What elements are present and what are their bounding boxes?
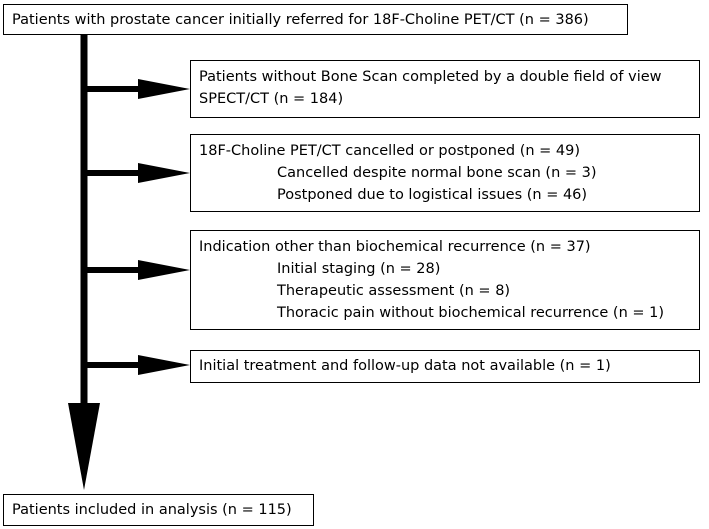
- exclusion-box-4: Initial treatment and follow-up data not…: [190, 350, 700, 383]
- exclusion-3-sub-3: Thoracic pain without biochemical recurr…: [277, 305, 665, 321]
- exclusion-box-2: 18F-Choline PET/CT cancelled or postpone…: [190, 134, 700, 212]
- exclusion-3-sub-1: Initial staging (n = 28): [277, 261, 441, 277]
- exclusion-1-line-2: SPECT/CT (n = 184): [199, 91, 344, 107]
- exclusion-4-title: Initial treatment and follow-up data not…: [199, 358, 611, 374]
- exclusion-2-sub-1: Cancelled despite normal bone scan (n = …: [277, 165, 597, 181]
- top-box: Patients with prostate cancer initially …: [3, 4, 628, 35]
- branch-arrow-3-head: [138, 260, 190, 280]
- bottom-box-text: Patients included in analysis (n = 115): [12, 502, 292, 518]
- top-box-text: Patients with prostate cancer initially …: [12, 12, 589, 28]
- exclusion-1-line-1: Patients without Bone Scan completed by …: [199, 69, 662, 85]
- main-arrowhead: [68, 403, 100, 490]
- bottom-box: Patients included in analysis (n = 115): [3, 494, 314, 526]
- exclusion-box-3: Indication other than biochemical recurr…: [190, 230, 700, 330]
- exclusion-3-sub-2: Therapeutic assessment (n = 8): [277, 283, 511, 299]
- exclusion-2-sub-2: Postponed due to logistical issues (n = …: [277, 187, 588, 203]
- exclusion-2-title: 18F-Choline PET/CT cancelled or postpone…: [199, 143, 581, 159]
- exclusion-3-title: Indication other than biochemical recurr…: [199, 239, 591, 255]
- branch-arrow-4-head: [138, 355, 190, 375]
- branch-arrow-2-head: [138, 163, 190, 183]
- branch-arrow-1-head: [138, 79, 190, 99]
- exclusion-box-1: Patients without Bone Scan completed by …: [190, 60, 700, 118]
